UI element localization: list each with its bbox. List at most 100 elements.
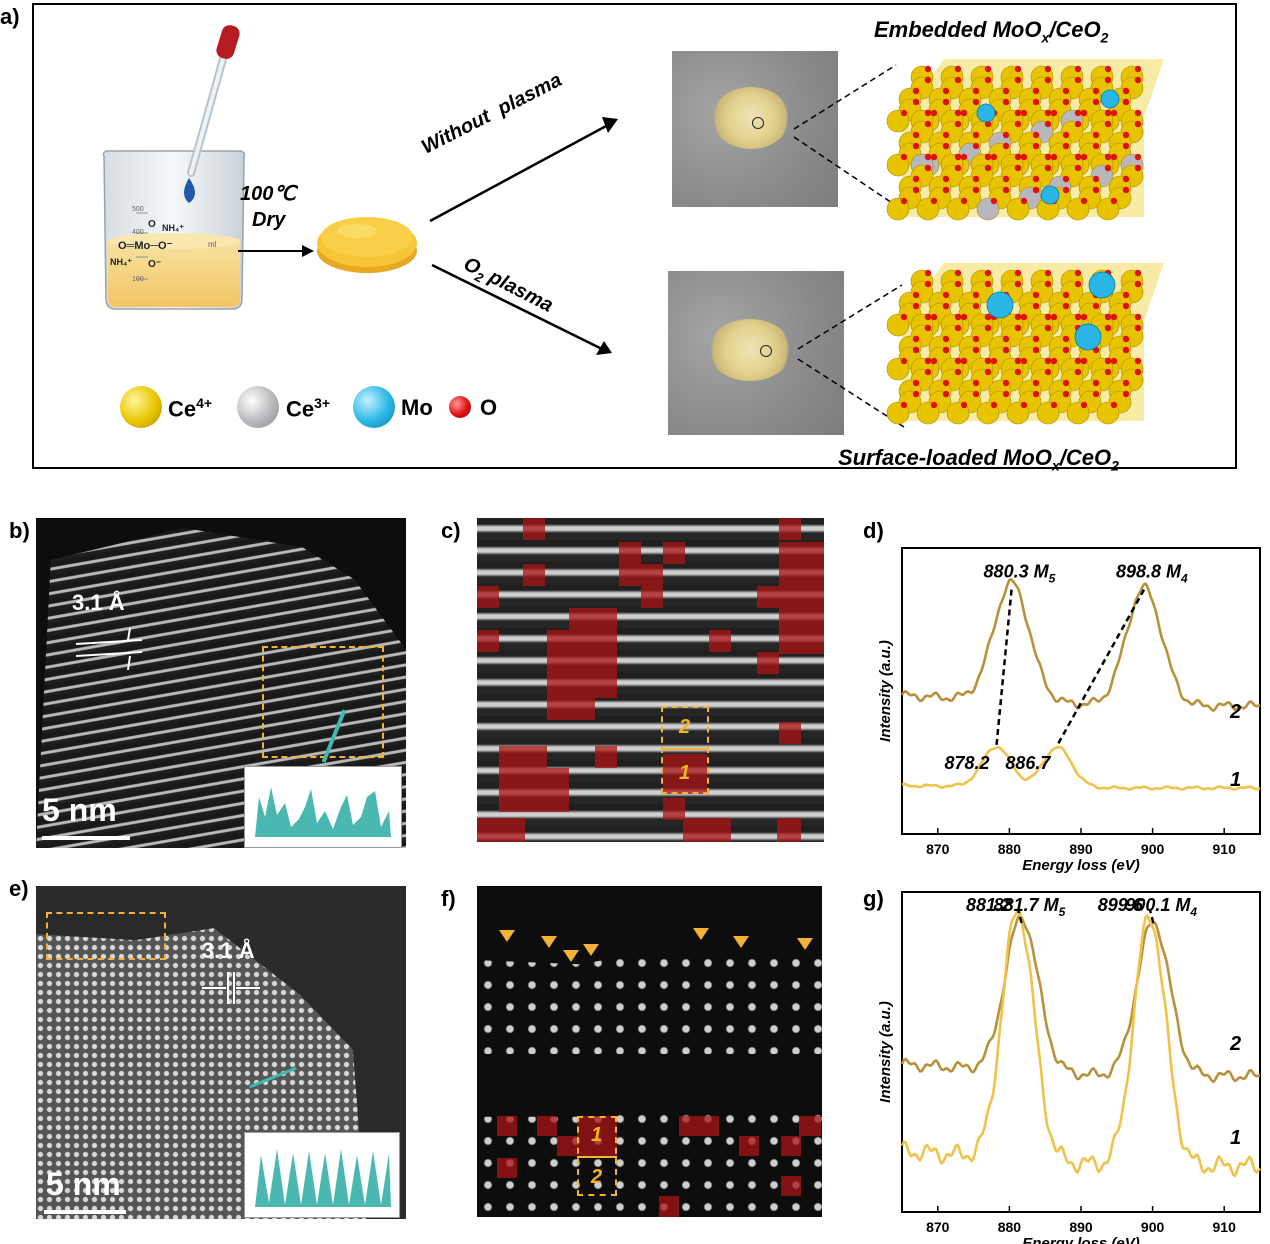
oxygen-atom [954, 313, 962, 321]
x-tick-label: 900 [1141, 841, 1165, 857]
stem-image-e: 3.1 Å 5 nm [36, 886, 406, 1219]
oxygen-atom [1104, 357, 1112, 365]
mo-site-highlight [757, 586, 779, 608]
oxygen-atom [924, 357, 932, 365]
peak-shift-line [1148, 908, 1155, 924]
oxygen-atom [954, 65, 962, 73]
oxygen-atom [1074, 313, 1082, 321]
oxygen-atom [1104, 153, 1112, 161]
atom-columns-f-top [477, 952, 822, 1054]
region-box-2-c [661, 706, 709, 794]
oxygen-atom [1092, 175, 1100, 183]
oxygen-atom [1080, 401, 1088, 409]
mo-site-highlight [569, 608, 617, 630]
oxygen-atom [942, 390, 950, 398]
title-embedded: Embedded MoOx/CeO2 [874, 17, 1108, 45]
peak-label-top: 880.3 M5 [984, 562, 1056, 586]
oxygen-atom [1110, 401, 1118, 409]
lattice-spacing-b: 3.1 Å [72, 590, 125, 615]
legend-ce3-label: Ce3+ [286, 395, 330, 422]
oxygen-atom [972, 98, 980, 106]
oxygen-atom [1044, 324, 1052, 332]
molecule-nh4-left: NH₄⁺ [110, 257, 132, 267]
spectrum-curve-1 [900, 908, 1261, 1178]
legend-ce4-ball [120, 386, 162, 428]
photo-surface-loaded-sample [668, 271, 844, 435]
oxygen-atom [1032, 98, 1040, 106]
title-surface-loaded: Surface-loaded MoOx/CeO2 [838, 445, 1119, 473]
oxygen-atom [1014, 65, 1022, 73]
peak-label-top: 898.8 M4 [1116, 562, 1188, 586]
oxygen-atom [960, 401, 968, 409]
oxygen-atom [942, 379, 950, 387]
peak-shift-line [1056, 589, 1146, 746]
oxygen-atom [1062, 98, 1070, 106]
oxygen-atom [1134, 269, 1142, 277]
t2-sub: x [1051, 457, 1060, 474]
oxygen-atom [1014, 109, 1022, 117]
oxygen-atom [1002, 175, 1010, 183]
oxygen-atom [1062, 379, 1070, 387]
series-label-1: 1 [1230, 769, 1241, 791]
oxygen-atom [1002, 390, 1010, 398]
oxygen-atom [954, 280, 962, 288]
mo-site-highlight [537, 1116, 557, 1136]
mo-site-highlight [477, 818, 525, 842]
mo-site-highlight [557, 1136, 577, 1156]
step-dry: Dry [252, 209, 286, 231]
x-axis-label: Energy loss (eV) [1022, 1235, 1140, 1244]
oxygen-atom [924, 324, 932, 332]
peak-label-bottom: 886.7 [1005, 753, 1051, 773]
stem-image-f-top [477, 886, 822, 1054]
mo-site-highlight [779, 722, 801, 744]
oxygen-atom [1062, 131, 1070, 139]
oxygen-atom [972, 291, 980, 299]
legend-o-label: O [480, 395, 498, 420]
oxygen-atom [924, 164, 932, 172]
oxygen-atom [1014, 164, 1022, 172]
oxygen-atom [942, 335, 950, 343]
oxygen-atom [924, 313, 932, 321]
region-label-2-f: 2 [591, 1166, 603, 1188]
oxygen-atom [1122, 335, 1130, 343]
oxygen-atom [960, 313, 968, 321]
stem-image-f-bottom: 1 2 [477, 1054, 822, 1217]
dried-powder-dish [317, 217, 417, 273]
line-profile-inset-b [244, 766, 402, 848]
mo-atom [1040, 185, 1060, 205]
oxygen-atom [900, 313, 908, 321]
oxygen-atom [1122, 87, 1130, 95]
peak-edge-sub: 5 [1059, 905, 1066, 919]
oxygen-atom [960, 109, 968, 117]
legend-ce4-label: Ce4+ [168, 395, 212, 422]
peak-edge-sub: 5 [1049, 572, 1056, 586]
oxygen-atom [1014, 280, 1022, 288]
scale-bar-label-e: 5 nm [46, 1166, 121, 1202]
oxygen-atom [1092, 87, 1100, 95]
oxygen-atom [1092, 186, 1100, 194]
stem-image-c: 2 1 [477, 518, 824, 842]
oxygen-atom [924, 109, 932, 117]
molecule-nh4-top: NH₄⁺ [162, 223, 184, 233]
oxygen-atom [1044, 76, 1052, 84]
oxygen-atom [984, 120, 992, 128]
oxygen-atom [1032, 87, 1040, 95]
oxygen-atom [1002, 98, 1010, 106]
series-label-2: 2 [1229, 701, 1241, 723]
oxygen-atom [1044, 164, 1052, 172]
oxygen-atom [984, 324, 992, 332]
oxygen-atom [942, 131, 950, 139]
mo-atom [976, 103, 996, 123]
mo-surface-markers [499, 928, 813, 962]
oxygen-atom [1014, 368, 1022, 376]
oxygen-atom [972, 142, 980, 150]
surface-region-f2 [477, 1108, 822, 1217]
oxygen-atom [984, 280, 992, 288]
peak-label-bottom: 878.2 [945, 753, 990, 773]
oxygen-atom [954, 109, 962, 117]
oxygen-atom [1074, 153, 1082, 161]
x-tick-label: 870 [926, 1219, 950, 1235]
oxygen-atom [1110, 109, 1118, 117]
legend-mo-ball [353, 386, 395, 428]
